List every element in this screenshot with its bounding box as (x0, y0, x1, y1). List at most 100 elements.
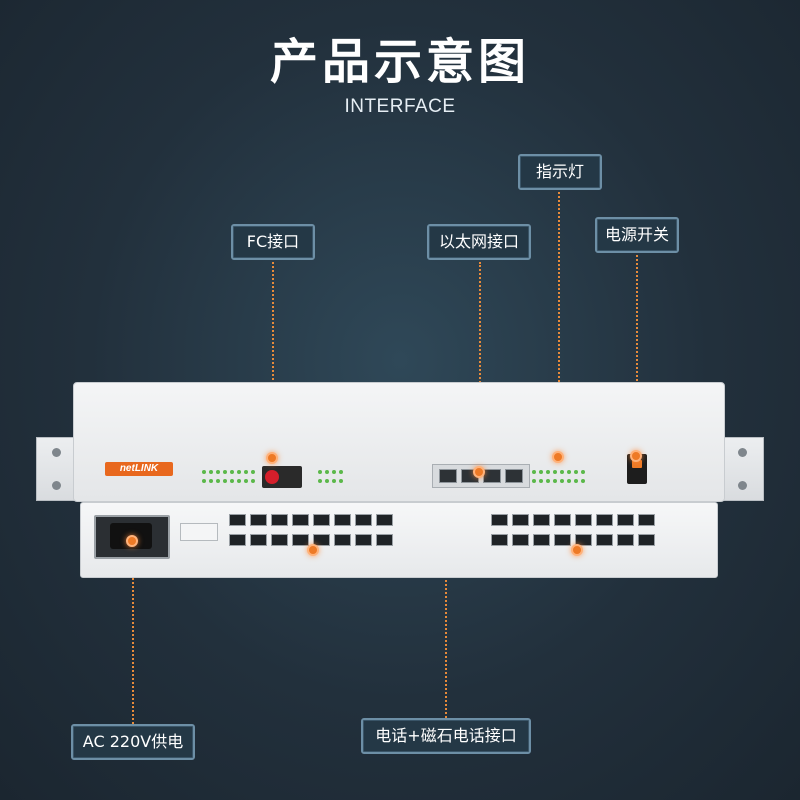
dc-power-plate (180, 523, 218, 541)
status-led (223, 470, 227, 474)
phone-port (533, 534, 550, 546)
phone-port (292, 534, 309, 546)
status-led (251, 479, 255, 483)
status-led (202, 470, 206, 474)
ethernet-port (505, 469, 523, 483)
status-led (230, 470, 234, 474)
status-led (574, 470, 578, 474)
phone-port (554, 534, 571, 546)
page-title: 产品示意图 (269, 34, 530, 90)
ethernet-port (483, 469, 501, 483)
status-led (546, 470, 550, 474)
phone-port (313, 514, 330, 526)
status-led (209, 479, 213, 483)
leader-line-ethernet (479, 262, 481, 466)
status-led (553, 479, 557, 483)
phone-port (596, 514, 613, 526)
status-led (539, 479, 543, 483)
status-led (244, 470, 248, 474)
ethernet-port (439, 469, 457, 483)
phone-port (334, 514, 351, 526)
phone-port (229, 514, 246, 526)
leader-line-phone-stem (445, 572, 447, 718)
callout-phone-port: 电话+磁石电话接口 (361, 718, 531, 754)
phone-port (512, 534, 529, 546)
status-led (581, 479, 585, 483)
phone-port (575, 514, 592, 526)
fc-port (262, 466, 302, 488)
brand-logo: netLINK (105, 462, 173, 476)
callout-indicator: 指示灯 (518, 154, 602, 190)
status-led (209, 470, 213, 474)
device-front-panel (73, 382, 725, 502)
status-led (553, 470, 557, 474)
marker-dot-ac (126, 535, 138, 547)
phone-port (617, 514, 634, 526)
status-led (560, 470, 564, 474)
phone-port (491, 534, 508, 546)
rack-ear-left (36, 437, 78, 501)
phone-port (554, 514, 571, 526)
phone-port (271, 514, 288, 526)
status-led (532, 470, 536, 474)
phone-port (250, 534, 267, 546)
callout-ac-power: AC 220V供电 (71, 724, 195, 760)
phone-port (638, 514, 655, 526)
marker-dot-phone-left (307, 544, 319, 556)
leader-line-power-switch (636, 255, 638, 453)
phone-port (250, 514, 267, 526)
power-switch (627, 454, 647, 484)
phone-port (292, 514, 309, 526)
marker-dot-ethernet (473, 466, 485, 478)
status-led (339, 470, 343, 474)
status-led (532, 479, 536, 483)
status-led (216, 470, 220, 474)
status-led (318, 479, 322, 483)
callout-power-switch: 电源开关 (595, 217, 679, 253)
status-led (237, 470, 241, 474)
status-led (574, 479, 578, 483)
status-led (539, 470, 543, 474)
leader-line-ac (132, 541, 134, 724)
phone-port (533, 514, 550, 526)
phone-port (229, 534, 246, 546)
phone-port (638, 534, 655, 546)
status-led (318, 470, 322, 474)
marker-dot-power-switch (630, 450, 642, 462)
status-led (560, 479, 564, 483)
status-led (237, 479, 241, 483)
rack-ear-right (722, 437, 764, 501)
phone-port (575, 534, 592, 546)
phone-port (376, 534, 393, 546)
marker-dot-phone-right (571, 544, 583, 556)
status-led (244, 479, 248, 483)
status-led (546, 479, 550, 483)
status-led (581, 470, 585, 474)
phone-port (334, 534, 351, 546)
status-led (567, 479, 571, 483)
phone-port (376, 514, 393, 526)
phone-port (596, 534, 613, 546)
phone-port (355, 514, 372, 526)
status-led (216, 479, 220, 483)
leader-line-fc (272, 262, 274, 452)
marker-dot-fc (266, 452, 278, 464)
status-led (332, 479, 336, 483)
phone-port (512, 514, 529, 526)
status-led (332, 470, 336, 474)
status-led (251, 470, 255, 474)
callout-ethernet-port: 以太网接口 (427, 224, 531, 260)
status-led (202, 479, 206, 483)
status-led (325, 479, 329, 483)
phone-port (313, 534, 330, 546)
marker-dot-indicator (552, 451, 564, 463)
status-led (567, 470, 571, 474)
status-led (230, 479, 234, 483)
phone-port (355, 534, 372, 546)
phone-port (617, 534, 634, 546)
leader-line-indicator (558, 192, 560, 454)
phone-port (271, 534, 288, 546)
status-led (339, 479, 343, 483)
callout-fc-port: FC接口 (231, 224, 315, 260)
phone-port (491, 514, 508, 526)
